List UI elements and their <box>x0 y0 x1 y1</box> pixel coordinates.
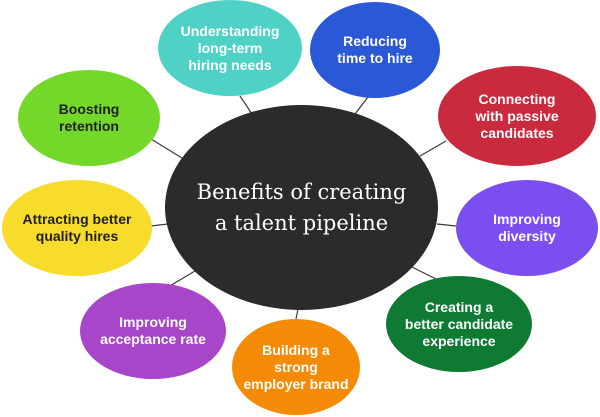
node-label-line: Understanding <box>180 22 280 39</box>
node-label: Improving acceptance rate <box>100 314 206 348</box>
node-label: Creating a better candidate experience <box>405 299 513 350</box>
node-label-line: acceptance rate <box>100 331 206 347</box>
connector-reducing <box>354 96 369 115</box>
connector-diversity <box>436 223 457 227</box>
node-label: Boosting retention <box>59 101 120 135</box>
node-label-line: long-term <box>197 39 263 56</box>
node-label-line: hiring needs <box>188 56 272 73</box>
node-label-line: employer brand <box>243 375 349 392</box>
node-label: Reducing time to hire <box>337 33 412 67</box>
node-boosting-retention: Boosting retention <box>18 70 160 166</box>
node-reducing-time-to-hire: Reducing time to hire <box>310 2 440 98</box>
node-label-line: Boosting <box>58 101 120 117</box>
center-title-line2: a talent pipeline <box>214 210 389 235</box>
node-building-strong-employer-brand: Building a strong employer brand <box>232 319 360 415</box>
node-label-line: Connecting <box>478 90 556 107</box>
node-label: Building a strong employer brand <box>242 342 350 393</box>
node-connecting-with-passive-candidates: Connecting with passive candidates <box>438 66 596 166</box>
node-label-line: Creating a <box>424 298 494 315</box>
node-label: Improving diversity <box>493 211 561 245</box>
center-title: Benefits of creating a talent pipeline <box>187 177 417 239</box>
connector-passive <box>419 140 447 157</box>
node-label-line: Attracting better <box>22 211 132 227</box>
node-label: Understanding long-term hiring needs <box>181 23 280 74</box>
node-label: Attracting better quality hires <box>23 211 132 245</box>
connector-retention <box>150 138 183 159</box>
connector-brand <box>295 308 299 320</box>
node-label-line: Improving <box>493 211 561 227</box>
node-label-line: retention <box>59 118 119 134</box>
node-creating-better-candidate-experience: Creating a better candidate experience <box>386 276 532 372</box>
node-understanding-long-term-hiring-needs: Understanding long-term hiring needs <box>158 0 302 96</box>
node-label-line: candidates <box>480 124 554 141</box>
node-improving-acceptance-rate: Improving acceptance rate <box>80 283 226 379</box>
node-label-line: Building a strong <box>262 341 330 375</box>
node-label-line: Improving <box>119 314 187 330</box>
node-attracting-better-quality-hires: Attracting better quality hires <box>2 180 152 276</box>
node-label-line: quality hires <box>35 228 119 244</box>
node-label-line: better candidate <box>404 315 514 332</box>
node-label-line: time to hire <box>337 50 413 66</box>
connector-quality <box>150 223 169 227</box>
connector-longterm <box>239 95 253 115</box>
node-label-line: Reducing <box>343 33 407 49</box>
node-label-line: with passive <box>475 107 559 124</box>
center-title-line1: Benefits of creating <box>196 179 407 204</box>
node-label-line: diversity <box>498 228 556 244</box>
node-label-line: experience <box>422 332 496 349</box>
node-improving-diversity: Improving diversity <box>456 180 598 276</box>
center-node: Benefits of creating a talent pipeline <box>165 105 438 310</box>
node-label: Connecting with passive candidates <box>475 91 558 142</box>
